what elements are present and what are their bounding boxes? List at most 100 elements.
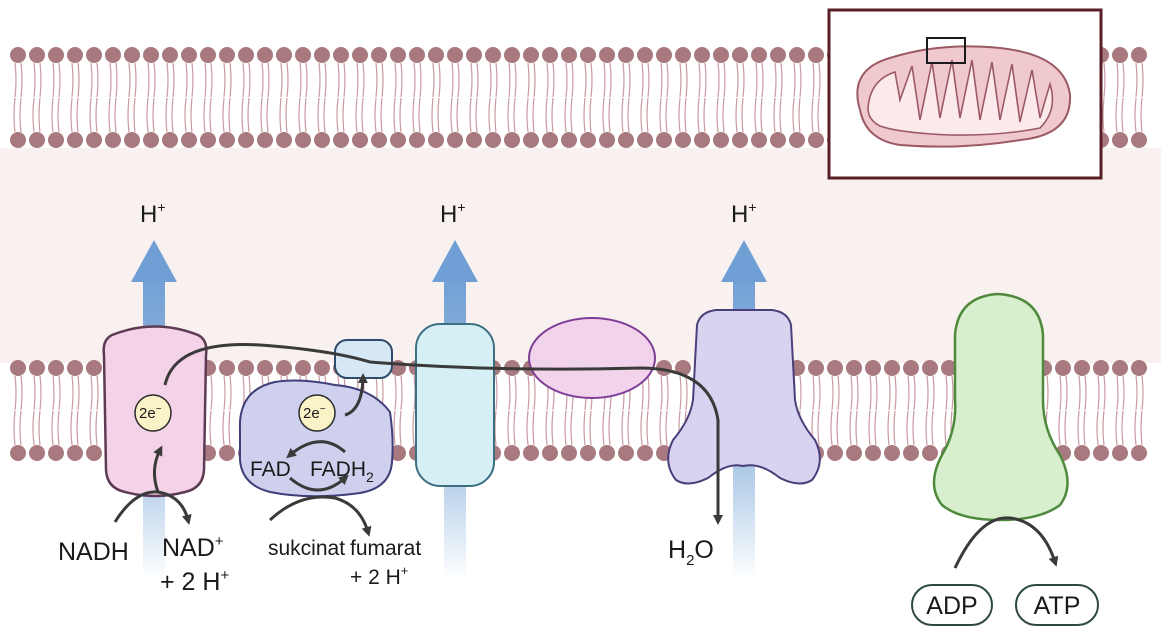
lipid-head [295,47,311,63]
lipid-tail [622,62,625,98]
lipid-tail [526,97,529,133]
lipid-head [637,47,653,63]
lipid-tail [1116,375,1119,411]
lipid-head [219,360,235,376]
lipid-tail [115,62,118,98]
lipid-tail [1122,62,1125,98]
lipid-tail [628,62,631,98]
lipid-tail [109,62,112,98]
lipid-head [770,47,786,63]
lipid-tail [1097,375,1100,411]
lipid-tail [646,97,649,133]
lipid-tail [570,97,573,133]
lipid-head [523,132,539,148]
lipid-tail [741,97,744,133]
lipid-head [200,132,216,148]
lipid-tail [640,97,643,133]
lipid-tail [647,375,650,411]
fad-label: FAD [250,458,291,481]
adp-atp-arc [953,516,1059,569]
lipid-head [466,132,482,148]
water-label: H2O [668,536,714,569]
h-plus-label-1: H+ [140,199,166,228]
lipid-tail [228,97,231,133]
lipid-tail [755,62,758,98]
lipid-tail [799,375,802,411]
lipid-head [257,360,273,376]
lipid-tail [533,375,536,411]
lipid-tail [1121,410,1124,446]
lipid-tail [89,410,92,446]
lipid-tail [222,410,225,446]
lipid-tail [14,62,17,98]
lipid-tail [641,62,644,98]
lipid-head [580,445,596,461]
lipid-tail [223,62,226,98]
lipid-tail [299,62,302,98]
lipid-head [1093,445,1109,461]
lipid-tail [223,375,226,411]
lipid-head [67,47,83,63]
lipid-head [656,132,672,148]
lipid-tail [381,62,384,98]
lipid-head [599,445,615,461]
lipid-tail [818,62,821,98]
lipid-tail [570,410,573,446]
lipid-tail [679,375,682,411]
lipid-tail [704,62,707,98]
lipid-head [10,445,26,461]
lipid-tail [1083,410,1086,446]
lipid-tail [95,410,98,446]
lipid-head [504,445,520,461]
lipid-tail [355,97,358,133]
lipid-tail [470,62,473,98]
lipid-tail [627,410,630,446]
lipid-head [789,47,805,63]
lipid-head [409,132,425,148]
lipid-head [1093,360,1109,376]
lipid-head [181,47,197,63]
lipid-head [162,47,178,63]
mitochondrion-cristae [867,59,1054,136]
lipid-tail [393,97,396,133]
lipid-tail [552,62,555,98]
lipid-head [219,47,235,63]
lipid-tail [551,410,554,446]
lipid-tail [419,62,422,98]
lipid-tail [602,97,605,133]
lipid-tail [432,62,435,98]
lipid-tail [190,97,193,133]
lipid-tail [58,375,61,411]
lipid-tail [665,410,668,446]
lipid-tail [337,62,340,98]
lipid-head [941,360,957,376]
lipid-tail [13,410,16,446]
lipid-tail [836,410,839,446]
nadh-label: NADH [58,538,129,566]
lipid-tail [495,375,498,411]
lipid-tail [932,375,935,411]
lipid-tail [513,410,516,446]
lipid-head [48,47,64,63]
lipid-tail [780,62,783,98]
inset-zoom-box [926,37,966,64]
lipid-tail [666,62,669,98]
lipid-tail [165,97,168,133]
lipid-tail [812,62,815,98]
mitochondrion-inset [827,8,1103,180]
lipid-tail [514,375,517,411]
lipid-tail [893,410,896,446]
lipid-tail [1135,62,1138,98]
lipid-head [694,47,710,63]
lipid-tail [697,97,700,133]
lipid-tail [96,62,99,98]
lipid-head [713,132,729,148]
lipid-tail [1102,97,1105,133]
lipid-tail [51,410,54,446]
lipid-tail [773,97,776,133]
lipid-head [48,360,64,376]
lipid-tail [703,97,706,133]
lipid-tail [71,62,74,98]
lipid-tail [855,410,858,446]
lipid-tail [76,410,79,446]
